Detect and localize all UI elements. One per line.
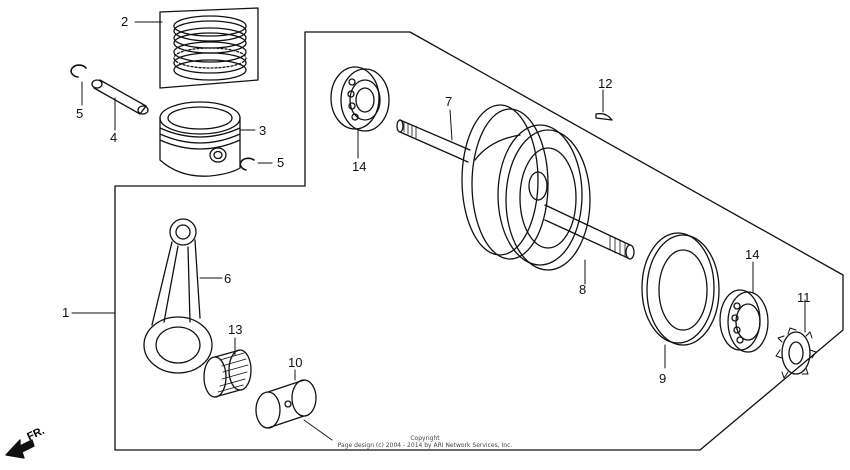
front-arrow-icon (5, 439, 35, 459)
copyright-notice: Copyright Page design (c) 2004 - 2014 by… (300, 435, 550, 449)
callout-6[interactable]: 6 (224, 271, 232, 286)
woodruff-key (595, 112, 613, 121)
crank-pin (255, 379, 317, 429)
callout-10[interactable]: 10 (288, 355, 303, 370)
piston (159, 101, 241, 177)
callout-2[interactable]: 2 (121, 14, 129, 29)
connecting-rod (143, 218, 213, 374)
callout-13[interactable]: 13 (228, 322, 243, 337)
callout-14-left[interactable]: 14 (352, 159, 367, 174)
oil-seal (641, 232, 720, 346)
assembly-outline (114, 31, 844, 451)
callout-14-right[interactable]: 14 (745, 247, 760, 262)
needle-bearing (203, 349, 252, 398)
callout-9[interactable]: 9 (659, 371, 667, 386)
callout-7[interactable]: 7 (445, 94, 453, 109)
sprocket (775, 327, 817, 379)
callout-5-left[interactable]: 5 (76, 106, 84, 121)
callout-4[interactable]: 4 (110, 130, 118, 145)
circlip-left (70, 64, 87, 78)
copyright-line: Page design (c) 2004 - 2014 by ARI Netwo… (337, 442, 513, 449)
bearing-right (719, 289, 769, 353)
callout-3[interactable]: 3 (259, 123, 267, 138)
leader-lines (71, 21, 806, 441)
callout-1[interactable]: 1 (62, 305, 70, 320)
bearing-left (330, 66, 390, 132)
crankshaft-right (497, 124, 635, 271)
callout-11[interactable]: 11 (797, 290, 811, 305)
callout-12[interactable]: 12 (598, 76, 613, 91)
piston-ring-box (159, 7, 259, 89)
piston-rings (173, 15, 247, 81)
callout-5-right[interactable]: 5 (277, 155, 285, 170)
circlip-right (239, 157, 255, 171)
crankshaft-left (396, 104, 549, 260)
copyright-title: Copyright (410, 435, 440, 442)
piston-pin (91, 79, 149, 115)
callout-8[interactable]: 8 (579, 282, 587, 297)
